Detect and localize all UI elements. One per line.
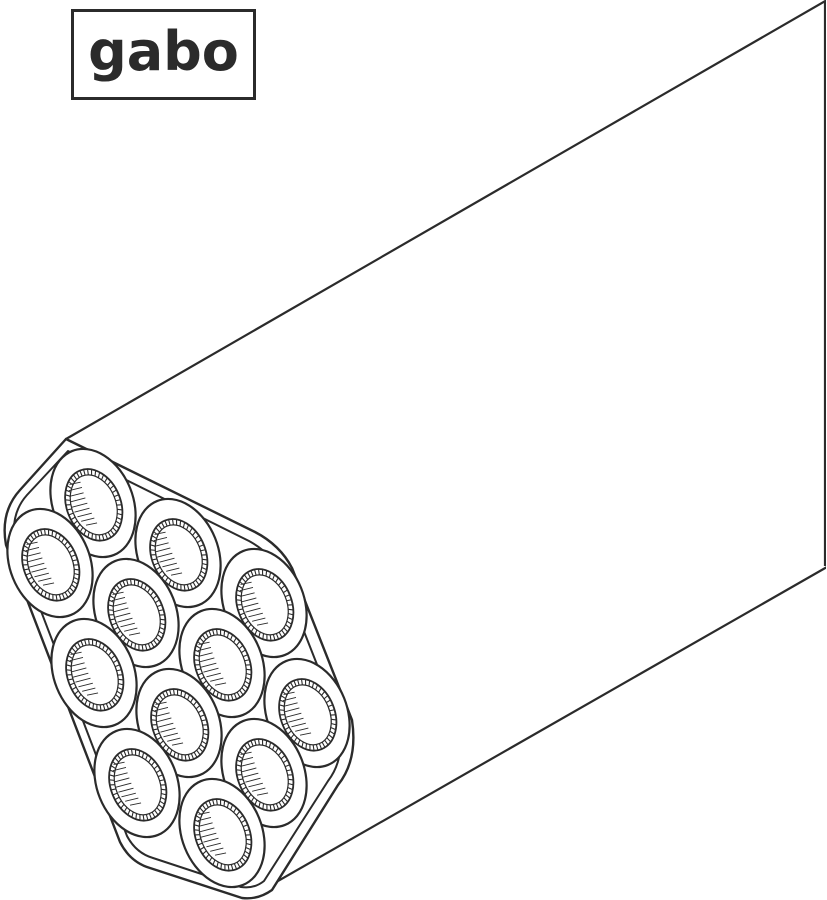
- microduct-ribbed-bore: [65, 638, 125, 712]
- microduct-ribbed-bore: [150, 688, 210, 762]
- brand-logo: gabo: [71, 9, 256, 100]
- microduct-ribbed-bore: [193, 798, 253, 872]
- brand-logo-text: gabo: [88, 19, 239, 83]
- microduct: [93, 727, 181, 839]
- microduct: [49, 447, 137, 559]
- microduct-ribbed-bore: [278, 678, 338, 752]
- microduct: [135, 667, 223, 779]
- microduct-ribbed-bore: [64, 468, 124, 542]
- microduct-ribbed-bore: [107, 578, 167, 652]
- microduct: [6, 507, 94, 619]
- microduct-ribbed-bore: [235, 568, 295, 642]
- microduct-ribbed-bore: [149, 518, 209, 592]
- microduct-ribbed-bore: [235, 738, 295, 812]
- microduct: [50, 617, 138, 729]
- microduct: [220, 547, 308, 659]
- microduct-ribbed-bore: [21, 528, 81, 602]
- duct-group: [6, 447, 351, 889]
- microduct: [134, 497, 222, 609]
- microduct-ribbed-bore: [108, 748, 168, 822]
- microduct: [178, 777, 266, 889]
- microduct-ribbed-bore: [193, 628, 253, 702]
